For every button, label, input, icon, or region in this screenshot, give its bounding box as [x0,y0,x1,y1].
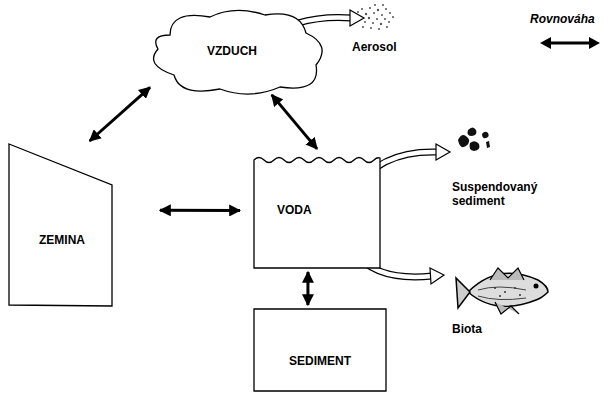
node-label: SEDIMENT [289,354,351,368]
air-cloud: VZDUCH [140,5,332,97]
soil-box: ZEMINA [8,143,114,307]
equilibrium-arrow [160,209,240,212]
legend-sample-arrow [538,36,602,50]
legend-text: Rovnováha [530,12,602,26]
sediment-icon [458,128,490,152]
node-label: VZDUCH [207,44,257,58]
rect-outline [253,308,387,392]
fish-icon [456,268,548,314]
voda-outline [253,152,381,269]
node-label: VODA [277,203,312,217]
equilibrium-arrow [306,272,309,305]
zemina-outline [8,143,114,307]
equilibrium-arrow [272,95,317,149]
legend: Rovnováha [530,12,602,26]
water-box: VODA [253,152,381,269]
suspended-sediment-label: Suspendovaný sediment [452,181,548,209]
aerosol-label: Aerosol [352,41,442,55]
sediment-box: SEDIMENT [253,308,387,392]
equilibrium-arrow [90,87,150,141]
biota-label: Biota [452,323,542,337]
node-label: ZEMINA [39,233,85,247]
